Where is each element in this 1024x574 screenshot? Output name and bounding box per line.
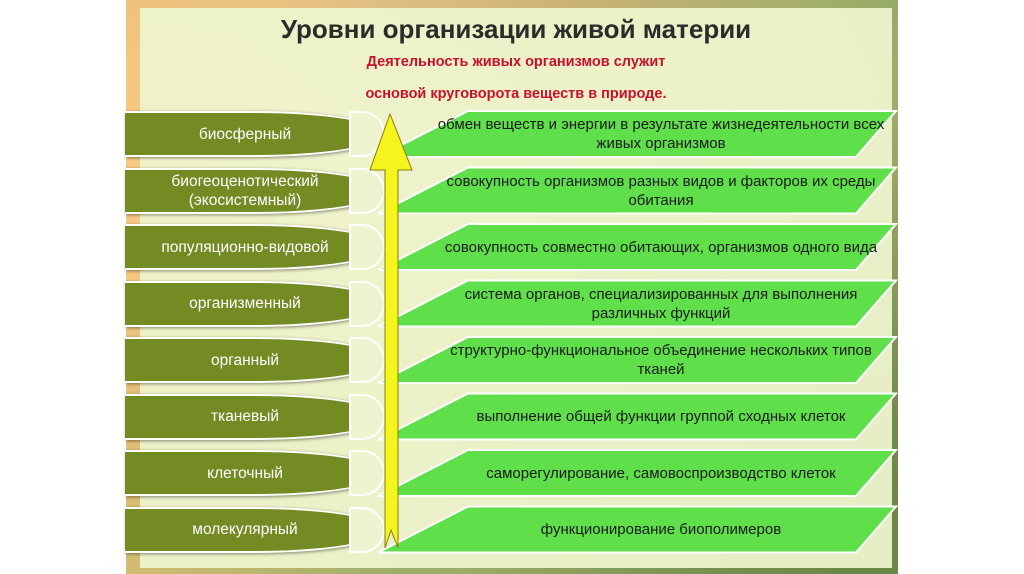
level-description: система органов, специализированных для … [386, 281, 896, 327]
level-description: совокупность организмов разных видов и ф… [386, 168, 896, 214]
description-box [377, 223, 899, 271]
description-box [377, 166, 899, 215]
level-label: молекулярный [125, 506, 385, 553]
level-description-text: саморегулирование, самовоспроизводство к… [486, 464, 836, 482]
level-description-text: совокупность организмов разных видов и ф… [446, 172, 876, 209]
level-label: биосферный [125, 111, 385, 157]
level-label: популяционно-видовой [125, 224, 385, 270]
description-box [377, 336, 899, 384]
arrow-shape [369, 112, 413, 549]
level-label: организменный [125, 280, 385, 327]
level-description: саморегулирование, самовоспроизводство к… [386, 450, 896, 496]
level-description: совокупность совместно обитающих, органи… [386, 224, 896, 270]
level-description-text: структурно-функциональное объединение не… [450, 342, 872, 378]
level-description: функционирование биополимеров [386, 507, 896, 553]
level-description-text: выполнение общей функции группой сходных… [476, 408, 846, 425]
description-box [377, 392, 899, 441]
level-description-text: совокупность совместно обитающих, органи… [444, 238, 878, 256]
level-description: структурно-функциональное объединение не… [386, 337, 896, 383]
level-label: клеточный [125, 450, 385, 496]
description-box [377, 505, 899, 554]
slide-title: Уровни организации живой материи [280, 14, 752, 44]
level-description-text: обмен веществ и энергии в результате жиз… [437, 116, 885, 152]
level-label: биогеоценотический (экосистемный) [125, 167, 385, 214]
subtitle-line-2: основой круговорота веществ в природе. [365, 86, 667, 102]
level-label: тканевый [125, 393, 385, 440]
level-description: обмен веществ и энергии в результате жиз… [386, 111, 896, 157]
level-label: органный [125, 337, 385, 383]
level-description-text: система органов, специализированных для … [464, 285, 858, 322]
subtitle-line-1: Деятельность живых организмов служит [366, 54, 666, 70]
level-description-text: функционирование биополимеров [540, 521, 782, 538]
description-box [377, 279, 899, 328]
description-box [377, 449, 899, 497]
description-box [377, 110, 899, 158]
level-description: выполнение общей функции группой сходных… [386, 394, 896, 440]
